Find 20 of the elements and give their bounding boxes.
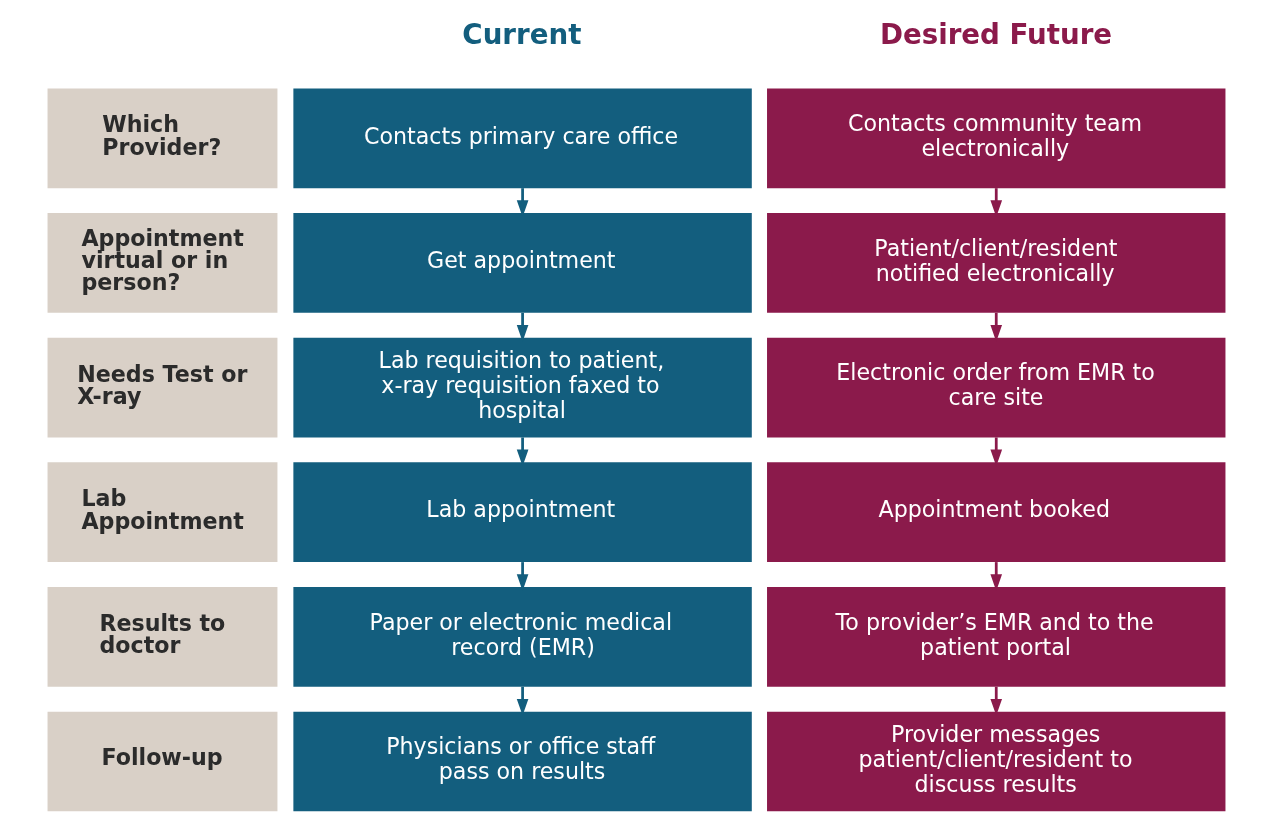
node-box: Lab appointment	[292, 462, 752, 563]
node-box: Lab Appointment	[47, 462, 277, 563]
node-box: Contacts primary care office	[292, 88, 752, 189]
label: Desired Future	[879, 18, 1112, 52]
node-box: Electronic order from EMR to care site	[766, 337, 1225, 438]
node-box: Paper or electronic medical record (EMR)	[292, 587, 752, 687]
node-box: Follow-up	[47, 711, 277, 812]
node-box: Physicians or office staff pass on results	[292, 711, 752, 812]
node-box: Needs Test or X-ray	[47, 337, 277, 438]
node-box: Contacts community team electronically	[766, 88, 1225, 189]
node-box: Get appointment	[292, 213, 752, 313]
node-box: Provider messages patient/client/resident to discuss results	[766, 711, 1225, 812]
node-box: Appointment booked	[766, 462, 1225, 563]
node-box: Results to doctor	[47, 587, 277, 687]
node-box: Which Provider?	[47, 88, 277, 189]
node-box: To provider’s EMR and to the patient portal	[766, 587, 1225, 687]
node-box: Lab requisition to patient, x-ray requisition faxed to hospital	[292, 337, 752, 438]
node-box: Patient/client/resident notified electronically	[766, 213, 1225, 313]
label: Current	[461, 18, 581, 52]
node-box: Appointment virtual or in person?	[47, 213, 277, 313]
